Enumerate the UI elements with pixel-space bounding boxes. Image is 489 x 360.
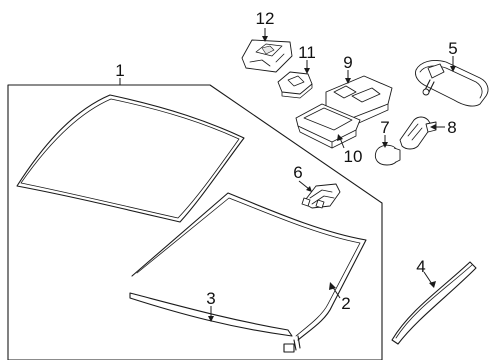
callout-10-label: 10 [344, 147, 363, 166]
callout-10 [337, 134, 345, 149]
callout-3-label: 3 [206, 289, 215, 308]
callout-9-label: 9 [343, 53, 352, 72]
sensor-cover [295, 103, 361, 149]
callout-12 [262, 28, 268, 42]
callout-2 [329, 282, 341, 299]
callout-4 [423, 271, 436, 288]
callout-8 [430, 124, 445, 130]
callout-1-label: 1 [115, 61, 124, 80]
callout-2-label: 2 [341, 294, 350, 313]
callout-3 [208, 306, 214, 322]
rearview-mirror [415, 59, 489, 107]
callout-11-label: 11 [298, 43, 316, 62]
callout-5-label: 5 [448, 39, 457, 58]
mirror-bracket [301, 183, 341, 209]
callout-7-label: 7 [380, 118, 389, 137]
callout-12-label: 12 [256, 9, 275, 28]
callout-9 [345, 70, 351, 84]
callout-8-label: 8 [447, 118, 456, 137]
pillar-trim [391, 261, 477, 345]
windshield-glass [16, 94, 245, 223]
callout-6 [298, 180, 312, 192]
callout-7 [382, 135, 388, 148]
mount-plate [241, 39, 293, 73]
callout-5 [450, 56, 456, 72]
windshield-group-frame [7, 84, 383, 360]
sensor-bracket [399, 116, 437, 150]
sensor-cap [374, 144, 401, 166]
callout-4-label: 4 [416, 257, 425, 276]
windshield-moulding [131, 192, 367, 351]
retainer-clip [277, 71, 313, 99]
callout-11 [304, 60, 310, 74]
callout-6-label: 6 [293, 163, 302, 182]
lower-seal-strip [129, 292, 295, 353]
